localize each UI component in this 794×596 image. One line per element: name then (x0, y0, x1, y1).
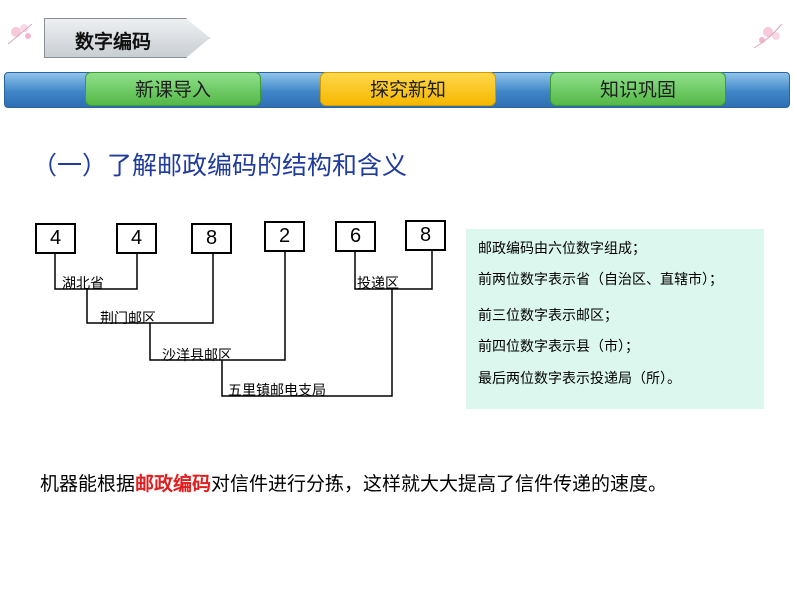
section-title: 数字编码 (75, 31, 152, 53)
tree-label-province: 湖北省 (62, 276, 104, 292)
explanation-line: 最后两位数字表示投递局（所）。 (478, 371, 681, 387)
tree-label-delivery-area: 投递区 (357, 276, 399, 292)
tree-label-postal-area: 荆门邮区 (100, 311, 156, 327)
summary-sentence: 机器能根据邮政编码对信件进行分拣，这样就大大提高了信件传递的速度。 (40, 469, 667, 496)
tree-label-branch-office: 五里镇邮电支局 (228, 383, 326, 399)
explanation-line: 前两位数字表示省（自治区、直辖市）； (478, 272, 723, 288)
section-title-tab: 数字编码 (44, 18, 210, 58)
explanation-line: 邮政编码由六位数字组成； (478, 241, 646, 257)
tree-label-county-area: 沙洋县邮区 (162, 348, 232, 364)
explanation-box (466, 229, 764, 409)
explanation-line: 前三位数字表示邮区； (478, 308, 618, 324)
postal-digit-box: 8 (191, 223, 232, 254)
postal-digit-box: 4 (35, 223, 76, 254)
summary-highlight: 邮政编码 (135, 473, 212, 495)
postal-digit-box: 4 (116, 223, 157, 254)
nav-tab-new-lesson[interactable]: 新课导入 (85, 72, 261, 106)
nav-tab-explore[interactable]: 探究新知 (320, 72, 496, 106)
flower-decoration-icon (7, 23, 33, 45)
postal-digit-box: 6 (335, 221, 376, 252)
flower-decoration-icon (753, 23, 783, 49)
page-heading: （一）了解邮政编码的结构和含义 (32, 151, 408, 180)
postal-digit-box: 2 (264, 221, 305, 252)
postal-digit-box: 8 (405, 220, 446, 251)
summary-text-before: 机器能根据 (40, 473, 136, 495)
summary-text-after: 对信件进行分拣，这样就大大提高了信件传递的速度。 (211, 473, 668, 495)
explanation-line: 前四位数字表示县（市）； (478, 339, 639, 355)
nav-tab-consolidate[interactable]: 知识巩固 (550, 72, 726, 106)
